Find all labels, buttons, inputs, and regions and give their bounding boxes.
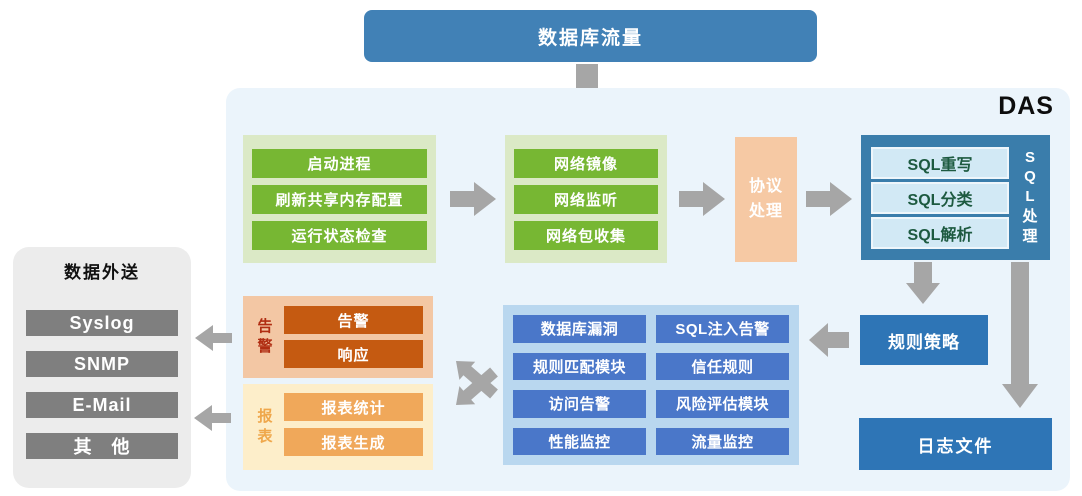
performance-monitor-box: 性能监控 (513, 427, 646, 455)
arrow-right-protocol-to-sql-icon (806, 182, 852, 216)
arrow-down-sql-to-log-icon (1002, 262, 1038, 408)
arrow-right-network-to-protocol-icon (679, 182, 725, 216)
arrow-down-sql-to-rule-icon (906, 262, 940, 304)
data-export-panel: 数据外送 Syslog SNMP E-Mail 其 他 (13, 247, 191, 488)
startup-process-box: 启动进程 (252, 149, 427, 178)
snmp-box: SNMP (26, 351, 178, 377)
report-generation-box: 报表生成 (284, 428, 423, 456)
alert-group: 告 警 告警 响应 (243, 296, 433, 378)
arrow-left-report-to-export-icon (194, 405, 231, 431)
sql-parse-box: SQL解析 (871, 217, 1009, 249)
sql-rewrite-box: SQL重写 (871, 147, 1009, 179)
data-export-list: Syslog SNMP E-Mail 其 他 (26, 310, 178, 459)
data-export-title: 数据外送 (64, 263, 140, 282)
sql-processing-group: SQL重写 SQL分类 SQL解析 S Q L 处 理 (861, 135, 1050, 260)
run-status-check-box: 运行状态检查 (252, 221, 427, 250)
arrow-left-alert-to-export-icon (195, 325, 232, 351)
risk-evaluation-module-box: 风险评估模块 (656, 390, 789, 418)
response-box: 响应 (284, 340, 423, 368)
arrow-double-modules-to-alert-report-icon (456, 361, 498, 405)
report-group-vertical-label: 报 表 (257, 408, 273, 445)
email-box: E-Mail (26, 392, 178, 418)
other-box: 其 他 (26, 433, 178, 459)
syslog-box: Syslog (26, 310, 178, 336)
protocol-line-1: 协议 (748, 177, 783, 195)
alert-box: 告警 (284, 306, 423, 334)
analysis-module-group: 数据库漏洞 SQL注入告警 规则匹配模块 信任规则 访问告警 风险评估模块 性能… (503, 305, 799, 465)
sql-injection-alert-box: SQL注入告警 (656, 315, 789, 343)
rule-policy-box: 规则策略 (860, 315, 988, 365)
arrow-right-startup-to-network-icon (450, 182, 496, 216)
sql-processing-vertical-label: S Q L 处 理 (1022, 148, 1038, 245)
traffic-monitor-box: 流量监控 (656, 427, 789, 455)
protocol-process-box: 协议 处理 (735, 137, 797, 262)
report-group: 报 表 报表统计 报表生成 (243, 384, 433, 470)
access-alert-box: 访问告警 (513, 390, 646, 418)
report-statistics-box: 报表统计 (284, 393, 423, 421)
arrow-left-rule-to-modules-icon (809, 323, 849, 357)
protocol-line-2: 处理 (748, 202, 783, 220)
startup-group: 启动进程 刷新共享内存配置 运行状态检查 (243, 135, 436, 263)
alert-group-vertical-label: 告 警 (257, 318, 273, 355)
rule-match-module-box: 规则匹配模块 (513, 352, 646, 380)
network-mirror-box: 网络镜像 (514, 149, 658, 178)
refresh-shared-memory-box: 刷新共享内存配置 (252, 185, 427, 214)
sql-classify-box: SQL分类 (871, 182, 1009, 214)
trust-rule-box: 信任规则 (656, 352, 789, 380)
database-traffic-box: 数据库流量 (364, 10, 817, 62)
network-listen-box: 网络监听 (514, 185, 658, 214)
packet-collect-box: 网络包收集 (514, 221, 658, 250)
network-group: 网络镜像 网络监听 网络包收集 (505, 135, 667, 263)
das-title: DAS (998, 92, 1054, 120)
log-file-box: 日志文件 (859, 418, 1052, 470)
db-vulnerability-box: 数据库漏洞 (513, 315, 646, 343)
